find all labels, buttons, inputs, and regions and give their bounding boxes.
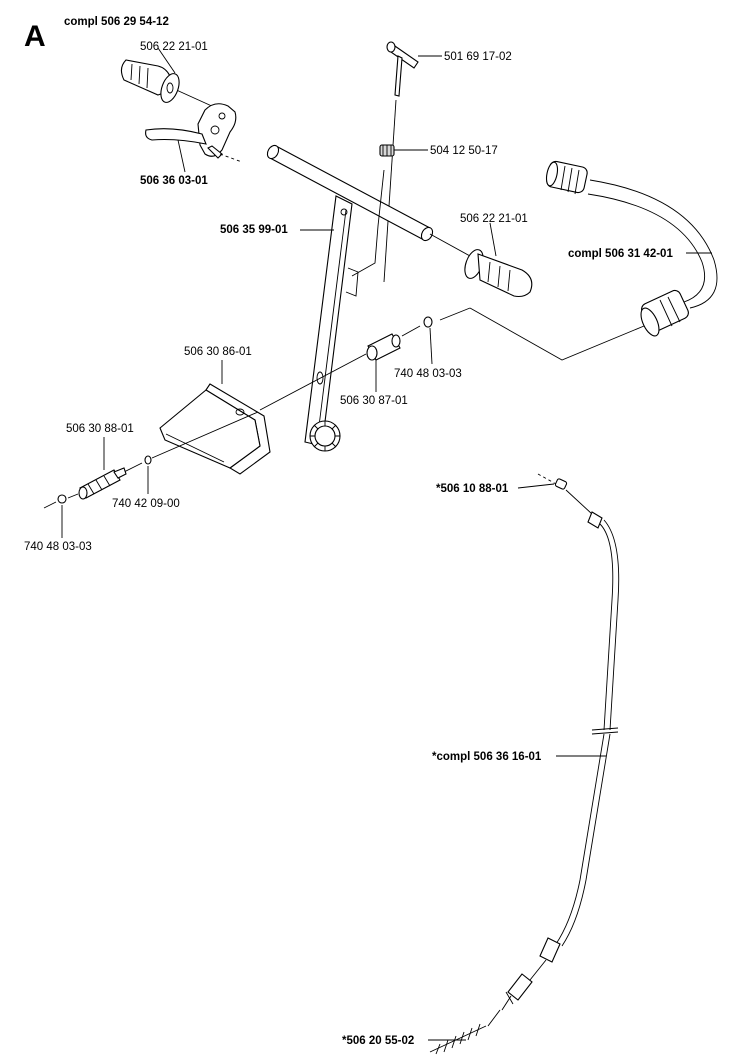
- label-guard: 506 30 86-01: [184, 346, 252, 358]
- hose-label-text: compl 506 31 42-01: [568, 248, 673, 260]
- label-o-ring-right: 740 48 03-03: [394, 368, 462, 380]
- frame: [266, 144, 434, 452]
- leader-lever: [177, 139, 186, 173]
- leader-o-ring-right: [429, 327, 433, 365]
- label-cable-assembly: *compl 506 36 16-01: [432, 751, 542, 763]
- cable-assembly: [429, 473, 620, 1055]
- section-letter: A: [24, 20, 46, 53]
- right-handle-grip: [429, 233, 533, 298]
- nut: [379, 144, 395, 157]
- label-nut: 504 12 50-17: [430, 145, 498, 157]
- label-t-bolt: 501 69 17-02: [444, 51, 512, 63]
- left-handle-grip: [120, 59, 226, 113]
- lever: [145, 103, 243, 163]
- assembly-title: compl 506 29 54-12: [64, 16, 169, 28]
- label-nipple: 506 30 88-01: [66, 423, 134, 435]
- nipple: [43, 411, 259, 509]
- label-frame: 506 35 99-01: [220, 224, 288, 236]
- label-cable-end: *506 10 88-01: [436, 483, 509, 495]
- label-o-ring-left: 740 48 03-03: [24, 541, 92, 553]
- t-bolt: [383, 41, 419, 283]
- label-o-ring-small: 740 42 09-00: [112, 498, 180, 510]
- label-spring-end: *506 20 55-02: [342, 1035, 414, 1047]
- coupling: [259, 307, 471, 411]
- label-handle-left: 506 22 21-01: [140, 41, 208, 53]
- hose-assembly: [469, 160, 718, 361]
- label-hose: compl 506 31 42-01: [568, 248, 673, 260]
- guard-plate: [159, 383, 271, 475]
- leader-cable-end: [517, 483, 555, 489]
- leader-handle-right: [489, 222, 497, 257]
- leader-handle-left: [157, 47, 176, 74]
- label-coupling: 506 30 87-01: [340, 395, 408, 407]
- label-lever: 506 36 03-01: [140, 175, 208, 187]
- label-handle-right: 506 22 21-01: [460, 213, 528, 225]
